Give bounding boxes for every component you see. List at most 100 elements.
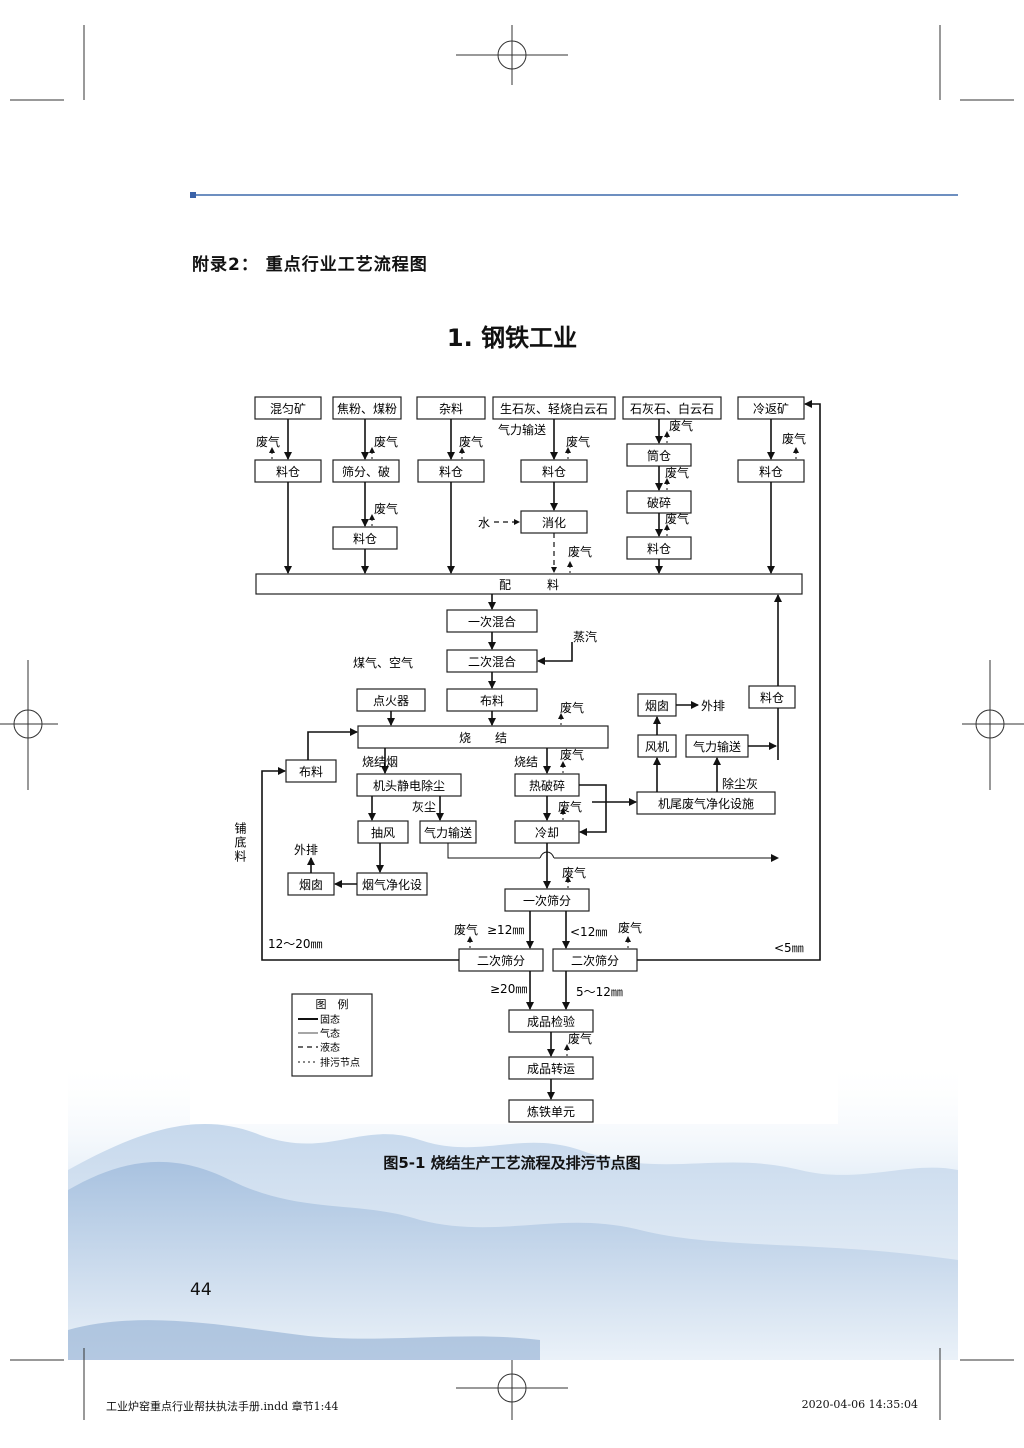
label-chuchenhui: 除尘灰 [722,776,758,791]
node-liaocang-7-label: 料仓 [760,691,784,705]
node-liantie-label: 炼铁单元 [527,1104,575,1119]
discharge-node-arrows [269,431,799,1056]
node-choufeng [357,820,409,844]
node-peiliao-label: 配 料 [499,578,559,592]
label-feiqi: 废气 [256,434,280,449]
label-feiqi: 废气 [374,434,398,449]
node-jitou-label: 机头静电除尘 [373,778,445,793]
label-shui: 水 [478,516,490,530]
label-waipai: 外排 [701,699,725,713]
node-shaojie [357,725,609,749]
node-chengpin-jianyan-label: 成品检验 [527,1014,575,1029]
node-liaocang-2-label: 料仓 [439,465,463,479]
node-tongcang-label: 筒仓 [647,448,671,463]
appendix-title: 附录2： 重点行业工艺流程图 [192,255,428,275]
label-feiqi: 废气 [560,700,584,715]
label-pudiliao: 铺底料 [233,822,247,864]
label-feiqi: 废气 [618,920,642,935]
node-lengque-label: 冷却 [535,826,559,840]
label-r5-12: 5～12㎜ [576,985,623,999]
label-lt12: <12㎜ [570,925,607,939]
node-jiwei-label: 机尾废气净化设施 [658,796,754,811]
node-liaocang-7 [748,685,796,709]
legend: 图 例 固态 气态 液态 排污节点 [291,993,373,1077]
page-number: 44 [190,1280,212,1300]
solid-flow-lines [261,400,821,1100]
node-buliao-2 [285,759,337,783]
label-r12-20: 12～20㎜ [268,937,323,951]
label-waipai: 外排 [294,843,318,857]
legend-solid: 固态 [320,1013,340,1026]
node-liaocang-1-label: 料仓 [276,465,300,479]
node-qili-shusong-1-label: 气力输送 [424,825,472,840]
legend-title: 图 例 [316,997,349,1011]
node-buliao-2-label: 布料 [299,765,323,779]
node-buliao-1-label: 布料 [480,694,504,708]
node-chengpin-zhuanyun-label: 成品转运 [527,1061,575,1076]
node-peiliao [255,573,803,595]
label-feiqi: 废气 [562,865,586,880]
label-shaojieyan: 烧结烟 [362,755,398,769]
node-liaocang-4-label: 料仓 [759,465,783,479]
node-lengfankuang-label: 冷返矿 [753,402,789,416]
label-qili-shusong: 气力输送 [498,422,546,437]
node-dianhuoqi-label: 点火器 [373,694,409,708]
legend-discharge: 排污节点 [320,1056,360,1069]
node-shaojie-label: 烧 结 [459,731,507,745]
label-ge20: ≥20㎜ [490,982,527,996]
header-rule [192,194,958,196]
node-liaocang-6-label: 料仓 [647,542,671,556]
label-feiqi: 废气 [665,511,689,526]
node-yancong-1-label: 烟囱 [299,878,323,892]
node-shengshihui-label: 生石灰、轻烧白云石 [500,401,608,416]
node-fengji-label: 风机 [645,740,669,754]
label-feiqi: 废气 [568,544,592,559]
node-yici-shaifen [504,888,590,912]
label-meiqi-kongqi: 煤气、空气 [353,655,413,670]
section-title: 1. 钢铁工业 [446,324,578,352]
node-choufeng-label: 抽风 [371,826,395,840]
node-jiwei [636,791,776,815]
node-liantie [508,1099,594,1123]
node-jiaofen-label: 焦粉、煤粉 [337,402,397,416]
label-feiqi: 废气 [558,799,582,814]
node-posui-label: 破碎 [647,495,671,510]
label-shaojie: 烧结 [514,755,538,769]
node-hunyunkuang-label: 混匀矿 [270,402,306,416]
annotation-labels: 废气 废气 废气 废气 气力输送 废气 废气 废气 废气 废气 水 废气 蒸汽 … [233,418,806,1046]
label-feiqi: 废气 [568,1031,592,1046]
label-feiqi: 废气 [566,434,590,449]
node-shihuishi-label: 石灰石、白云石 [630,401,714,416]
figure-caption: 图5-1 烧结生产工艺流程及排污节点图 [383,1154,641,1172]
node-liaocang-3-label: 料仓 [542,465,566,479]
header-rule-marker [190,192,196,198]
label-huichen: 灰尘 [412,800,436,814]
node-jiaofen [332,396,402,420]
print-slug-timestamp: 2020-04-06 14:35:04 [801,1398,918,1411]
node-zaliao-label: 杂料 [439,402,463,416]
label-ge12: ≥12㎜ [487,923,524,937]
legend-liquid: 液态 [320,1041,340,1054]
node-yancong-2-label: 烟囱 [645,699,669,713]
node-erci-shaifen-1-label: 二次筛分 [477,953,525,968]
node-jitou [356,773,462,797]
node-xiaohua-label: 消化 [542,516,566,530]
node-erci-shaifen-2-label: 二次筛分 [571,953,619,968]
node-erci-hunhe-label: 二次混合 [468,654,516,669]
print-slug-file: 工业炉窑重点行业帮扶执法手册.indd 章节1:44 [106,1400,339,1413]
node-shihuishi [622,396,722,420]
label-lt5: <5㎜ [774,941,804,955]
node-rebosui-label: 热破碎 [529,778,565,793]
liquid-flow-lines [494,519,557,573]
node-liaocang-5-label: 料仓 [353,532,377,546]
label-feiqi: 废气 [454,922,478,937]
node-shaifen-po-label: 筛分、破 [342,464,390,479]
label-feiqi: 废气 [560,747,584,762]
label-zhengqi: 蒸汽 [573,629,597,644]
label-feiqi: 废气 [374,501,398,516]
node-qili-shusong-2-label: 气力输送 [693,739,741,754]
label-feiqi: 废气 [665,465,689,480]
node-yici-hunhe-label: 一次混合 [468,614,516,629]
